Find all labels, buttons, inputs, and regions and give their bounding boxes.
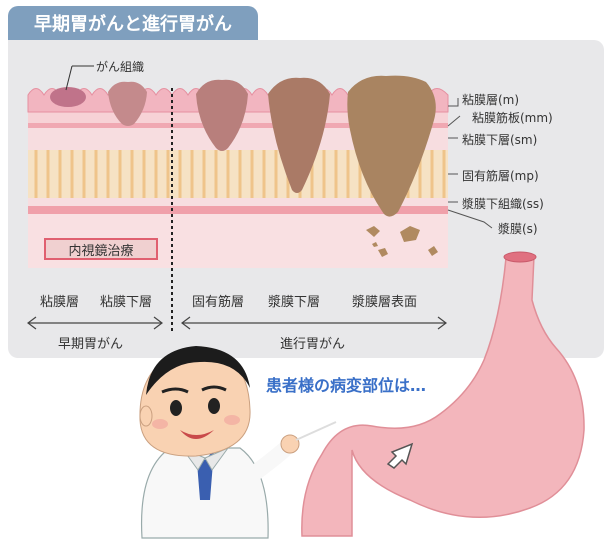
label-subserosa: 漿膜下組織(ss) bbox=[462, 197, 544, 211]
tumor-muscularis bbox=[196, 79, 248, 151]
diagram-title: 早期胃がんと進行胃がん bbox=[34, 14, 232, 35]
tumor-subserosa bbox=[268, 77, 330, 193]
label-mucosa: 粘膜層(m) bbox=[462, 93, 520, 107]
depth-label-5: 漿膜層表面 bbox=[352, 295, 418, 310]
doctor-illustration bbox=[139, 346, 337, 539]
depth-label-1: 粘膜層 bbox=[40, 295, 80, 310]
depth-label-3: 固有筋層 bbox=[192, 295, 245, 310]
tumor-serosa-surface bbox=[347, 75, 436, 217]
endoscopic-treatment-box: 内視鏡治療 bbox=[44, 238, 158, 260]
label-cancer-tissue: がん組織 bbox=[96, 60, 145, 74]
depth-label-4: 漿膜下層 bbox=[268, 295, 321, 310]
pointer-stick bbox=[295, 421, 337, 441]
stomach-illustration bbox=[301, 255, 585, 537]
serosa-layer bbox=[28, 206, 448, 214]
advanced-cancer-label: 進行胃がん bbox=[280, 337, 346, 352]
callout-cancer bbox=[65, 65, 73, 91]
depth-label-2: 粘膜下層 bbox=[100, 295, 153, 310]
lesion-pointer-arrow bbox=[386, 442, 414, 469]
doctor-speech: 患者様の病変部位は… bbox=[266, 376, 427, 395]
label-serosa: 漿膜(s) bbox=[498, 222, 538, 236]
esophagus-opening bbox=[503, 251, 537, 263]
range-arrows bbox=[27, 316, 447, 330]
title-tab: 早期胃がんと進行胃がん bbox=[8, 6, 258, 40]
label-submucosa: 粘膜下層(sm) bbox=[462, 133, 538, 147]
tumor-submucosa bbox=[108, 81, 147, 126]
scattered-cancer-cells bbox=[366, 226, 438, 257]
submucosa-layer bbox=[28, 128, 448, 150]
tumor-mucosa bbox=[50, 87, 86, 107]
label-muscularis-mucosae: 粘膜筋板(mm) bbox=[472, 111, 553, 125]
early-cancer-label: 早期胃がん bbox=[58, 337, 124, 352]
layer-callouts bbox=[447, 98, 493, 229]
subserosa-layer bbox=[28, 198, 448, 206]
label-muscularis-propria: 固有筋層(mp) bbox=[462, 169, 539, 183]
